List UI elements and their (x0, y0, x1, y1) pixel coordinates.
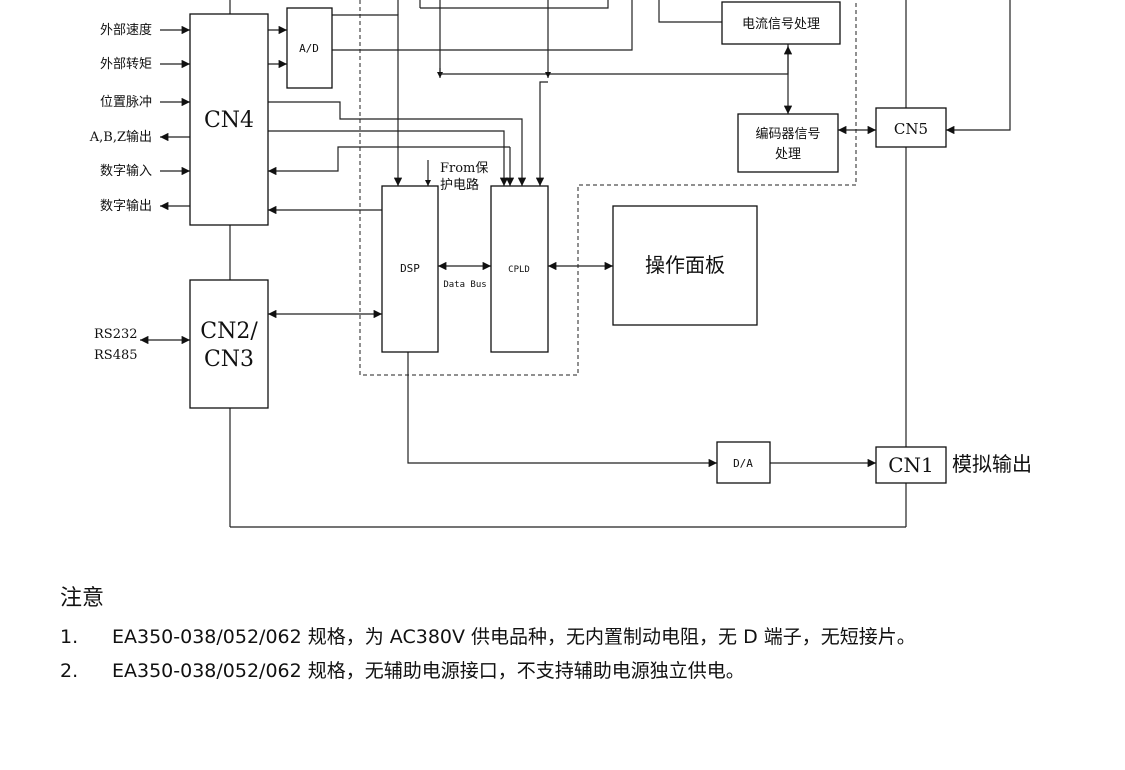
signal-digital-output: 数字输出 (100, 198, 152, 214)
label-cn4: CN4 (204, 108, 254, 133)
label-cn3: CN3 (204, 347, 254, 372)
control-board-region (359, 0, 857, 376)
label-from-protection-1: From保 (440, 161, 488, 176)
encoder-box (737, 113, 839, 173)
signal-abz-output: A,B,Z输出 (89, 129, 152, 145)
label-cpld: CPLD (508, 265, 530, 275)
note-text: EA350-038/052/062 规格，为 AC380V 供电品种，无内置制动… (112, 626, 916, 648)
notes-title: 注意 (60, 586, 105, 611)
da-box (716, 441, 771, 484)
cn4-box (189, 13, 269, 226)
label-cn2: CN2/ (200, 319, 258, 344)
label-cn5: CN5 (894, 120, 928, 138)
signal-external-torque: 外部转矩 (100, 57, 152, 72)
note-text: EA350-038/052/062 规格，无辅助电源接口，不支持辅助电源独立供电… (112, 660, 745, 682)
note-item: 2. EA350-038/052/062 规格，无辅助电源接口，不支持辅助电源独立… (60, 654, 916, 688)
note-number: 1. (60, 626, 79, 648)
note-item: 1. EA350-038/052/062 规格，为 AC380V 供电品种，无内置… (60, 620, 916, 654)
label-rs232: RS232 (94, 327, 138, 342)
current-proc-box (721, 1, 841, 45)
signal-external-speed: 外部速度 (100, 22, 152, 38)
cn5-box (875, 107, 947, 148)
signal-position-pulse: 位置脉冲 (100, 95, 152, 110)
label-encoder-1: 编码器信号 (755, 127, 820, 142)
notes-section: 注意 1. EA350-038/052/062 规格，为 AC380V 供电品种，… (60, 580, 916, 688)
dsp-box (381, 185, 439, 353)
label-panel: 操作面板 (645, 253, 725, 277)
signal-digital-input: 数字输入 (100, 163, 152, 179)
label-from-protection-2: 护电路 (440, 177, 479, 193)
label-da: D/A (733, 457, 753, 470)
cn2-cn3-box (189, 279, 269, 409)
label-cn1: CN1 (888, 453, 934, 477)
label-rs485: RS485 (94, 348, 138, 363)
label-analog-output: 模拟输出 (952, 452, 1032, 476)
panel-box (612, 205, 758, 326)
label-data-bus: Data Bus (443, 280, 486, 290)
note-number: 2. (60, 660, 79, 682)
label-current-proc: 电流信号处理 (742, 17, 820, 32)
block-diagram: 外部速度 外部转矩 位置脉冲 A,B,Z输出 数字输入 数字输出 RS232 R… (89, 0, 1032, 528)
ad-box (286, 7, 333, 89)
label-encoder-2: 处理 (775, 147, 801, 162)
label-dsp: DSP (400, 262, 420, 275)
cpld-box (490, 185, 549, 353)
cn1-box (875, 446, 947, 484)
label-ad: A/D (299, 42, 319, 55)
